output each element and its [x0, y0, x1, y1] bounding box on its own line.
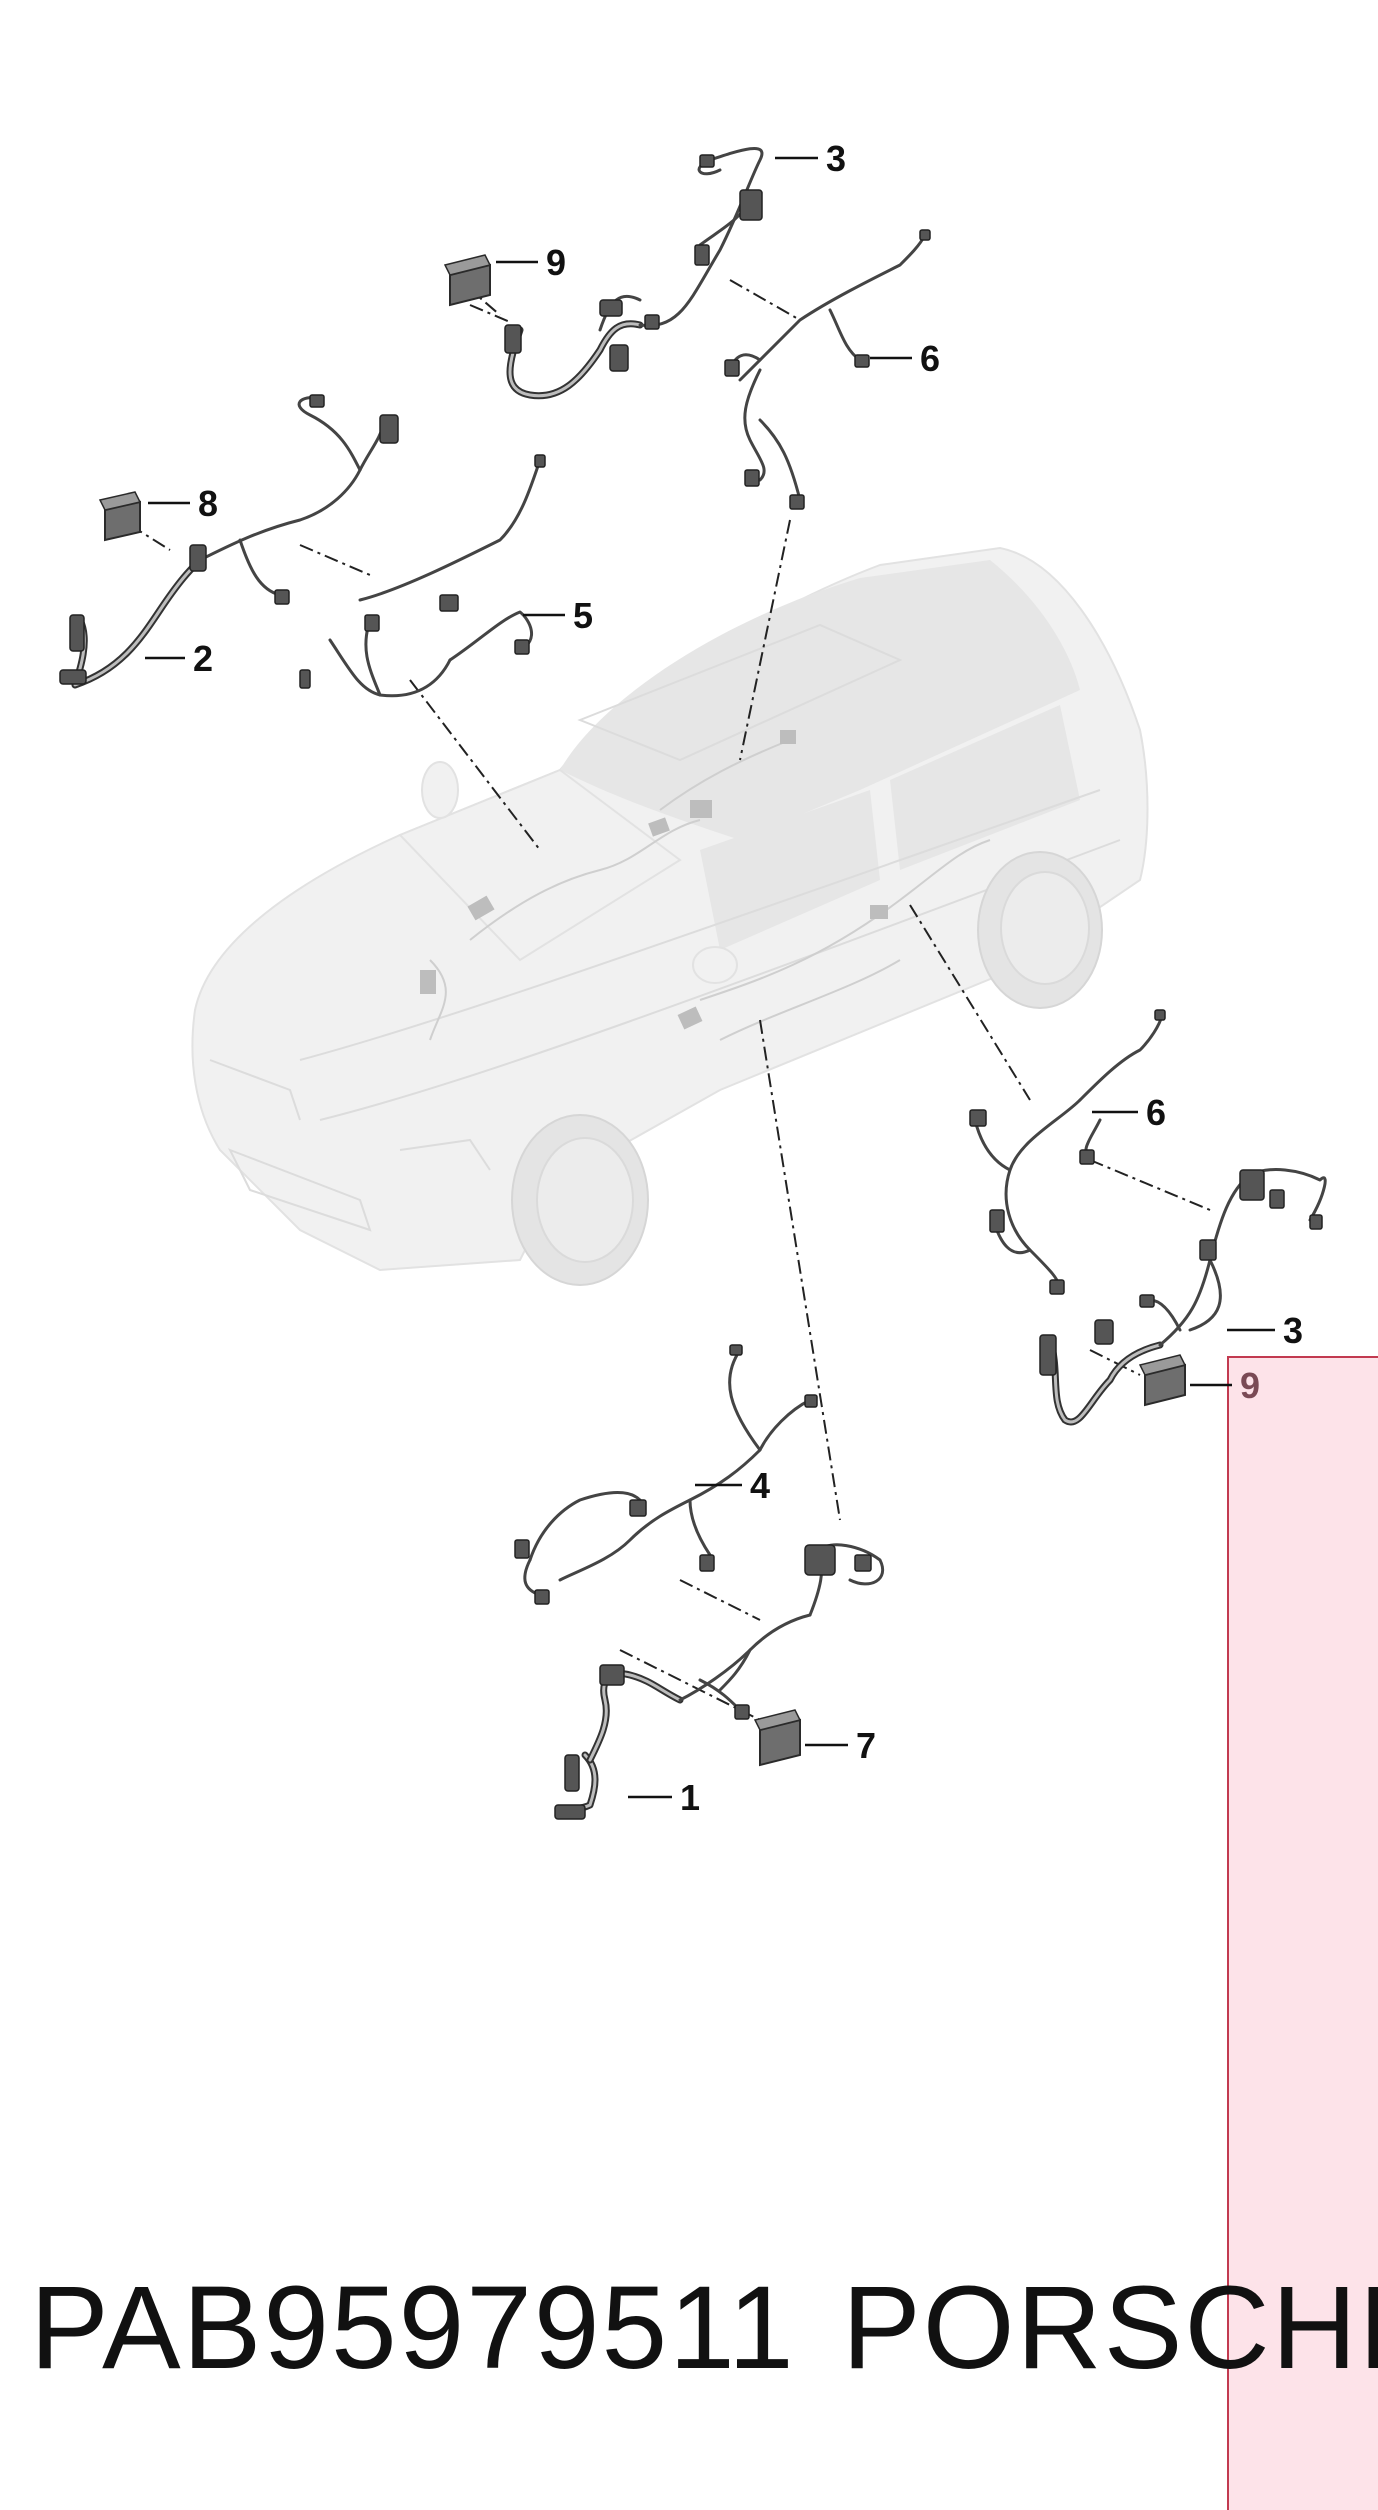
callout-label: 6 — [1146, 1092, 1166, 1133]
callout-label: 7 — [856, 1725, 876, 1766]
callout-label: 9 — [1240, 1365, 1260, 1406]
callout-6-right: 6 — [1092, 1092, 1166, 1133]
callout-5: 5 — [523, 595, 593, 636]
callout-label: 6 — [920, 338, 940, 379]
control-module-7 — [753, 1709, 802, 1767]
callout-4: 4 — [695, 1465, 770, 1506]
callout-label: 9 — [546, 242, 566, 283]
harness-bottom-group — [514, 1344, 885, 1820]
callout-9-top: 9 — [496, 242, 566, 283]
brand-name: PORSCHE — [842, 2262, 1378, 2394]
vehicle-silhouette — [191, 546, 1149, 1286]
callout-3-right: 3 — [1227, 1310, 1303, 1351]
callout-2: 2 — [145, 638, 213, 679]
control-module-8 — [98, 491, 142, 542]
callout-label: 4 — [750, 1465, 770, 1506]
harness-right-group — [969, 1009, 1327, 1426]
callout-label: 2 — [193, 638, 213, 679]
control-module-9-top — [443, 254, 492, 307]
callout-3-top: 3 — [775, 138, 846, 179]
highlight-panel — [1227, 1356, 1378, 2510]
callout-label: 5 — [573, 595, 593, 636]
control-module-9-right — [1138, 1354, 1187, 1407]
callout-label: 3 — [1283, 1310, 1303, 1351]
callout-1: 1 — [628, 1777, 700, 1818]
callout-label: 1 — [680, 1777, 700, 1818]
callout-6-top: 6 — [870, 338, 940, 379]
callout-label: 8 — [198, 483, 218, 524]
callout-label: 3 — [826, 138, 846, 179]
part-number: PAB95979511 — [30, 2262, 796, 2394]
callout-8: 8 — [148, 483, 218, 524]
callout-7: 7 — [805, 1725, 876, 1766]
harness-top-group — [443, 146, 931, 510]
harness-left-group — [59, 394, 546, 698]
callout-9-right: 9 — [1190, 1365, 1260, 1406]
